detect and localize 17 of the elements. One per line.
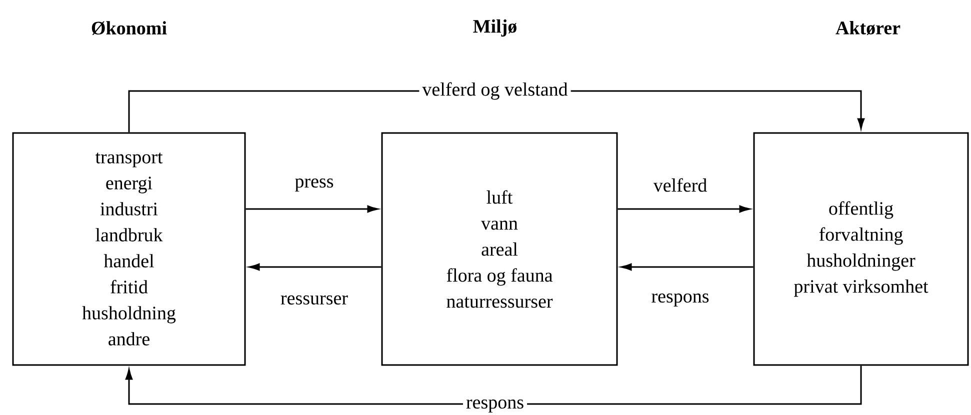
column-heading: Aktører <box>836 21 900 35</box>
column-heading: Miljø <box>473 19 516 37</box>
arrow <box>246 205 378 213</box>
edge-label: respons <box>462 396 528 415</box>
edge-label: velferd <box>653 178 707 192</box>
box: offentlig forvaltning husholdninger privat virksomhet <box>753 132 969 366</box>
edge-label: velferd og velstand <box>419 79 571 103</box>
arrow <box>125 366 862 405</box>
arrow <box>621 263 754 271</box>
edge-label: ressurser <box>280 295 348 305</box>
box: transport energi industri landbruk handel fritid husholdning andre <box>12 132 246 366</box>
edge-label: respons <box>652 294 709 306</box>
column-heading: Økonomi <box>92 21 167 35</box>
box: luft vann areal flora og fauna naturressurser <box>381 132 618 366</box>
arrow <box>618 205 750 213</box>
arrow <box>249 263 382 271</box>
edge-label: press <box>295 178 334 192</box>
